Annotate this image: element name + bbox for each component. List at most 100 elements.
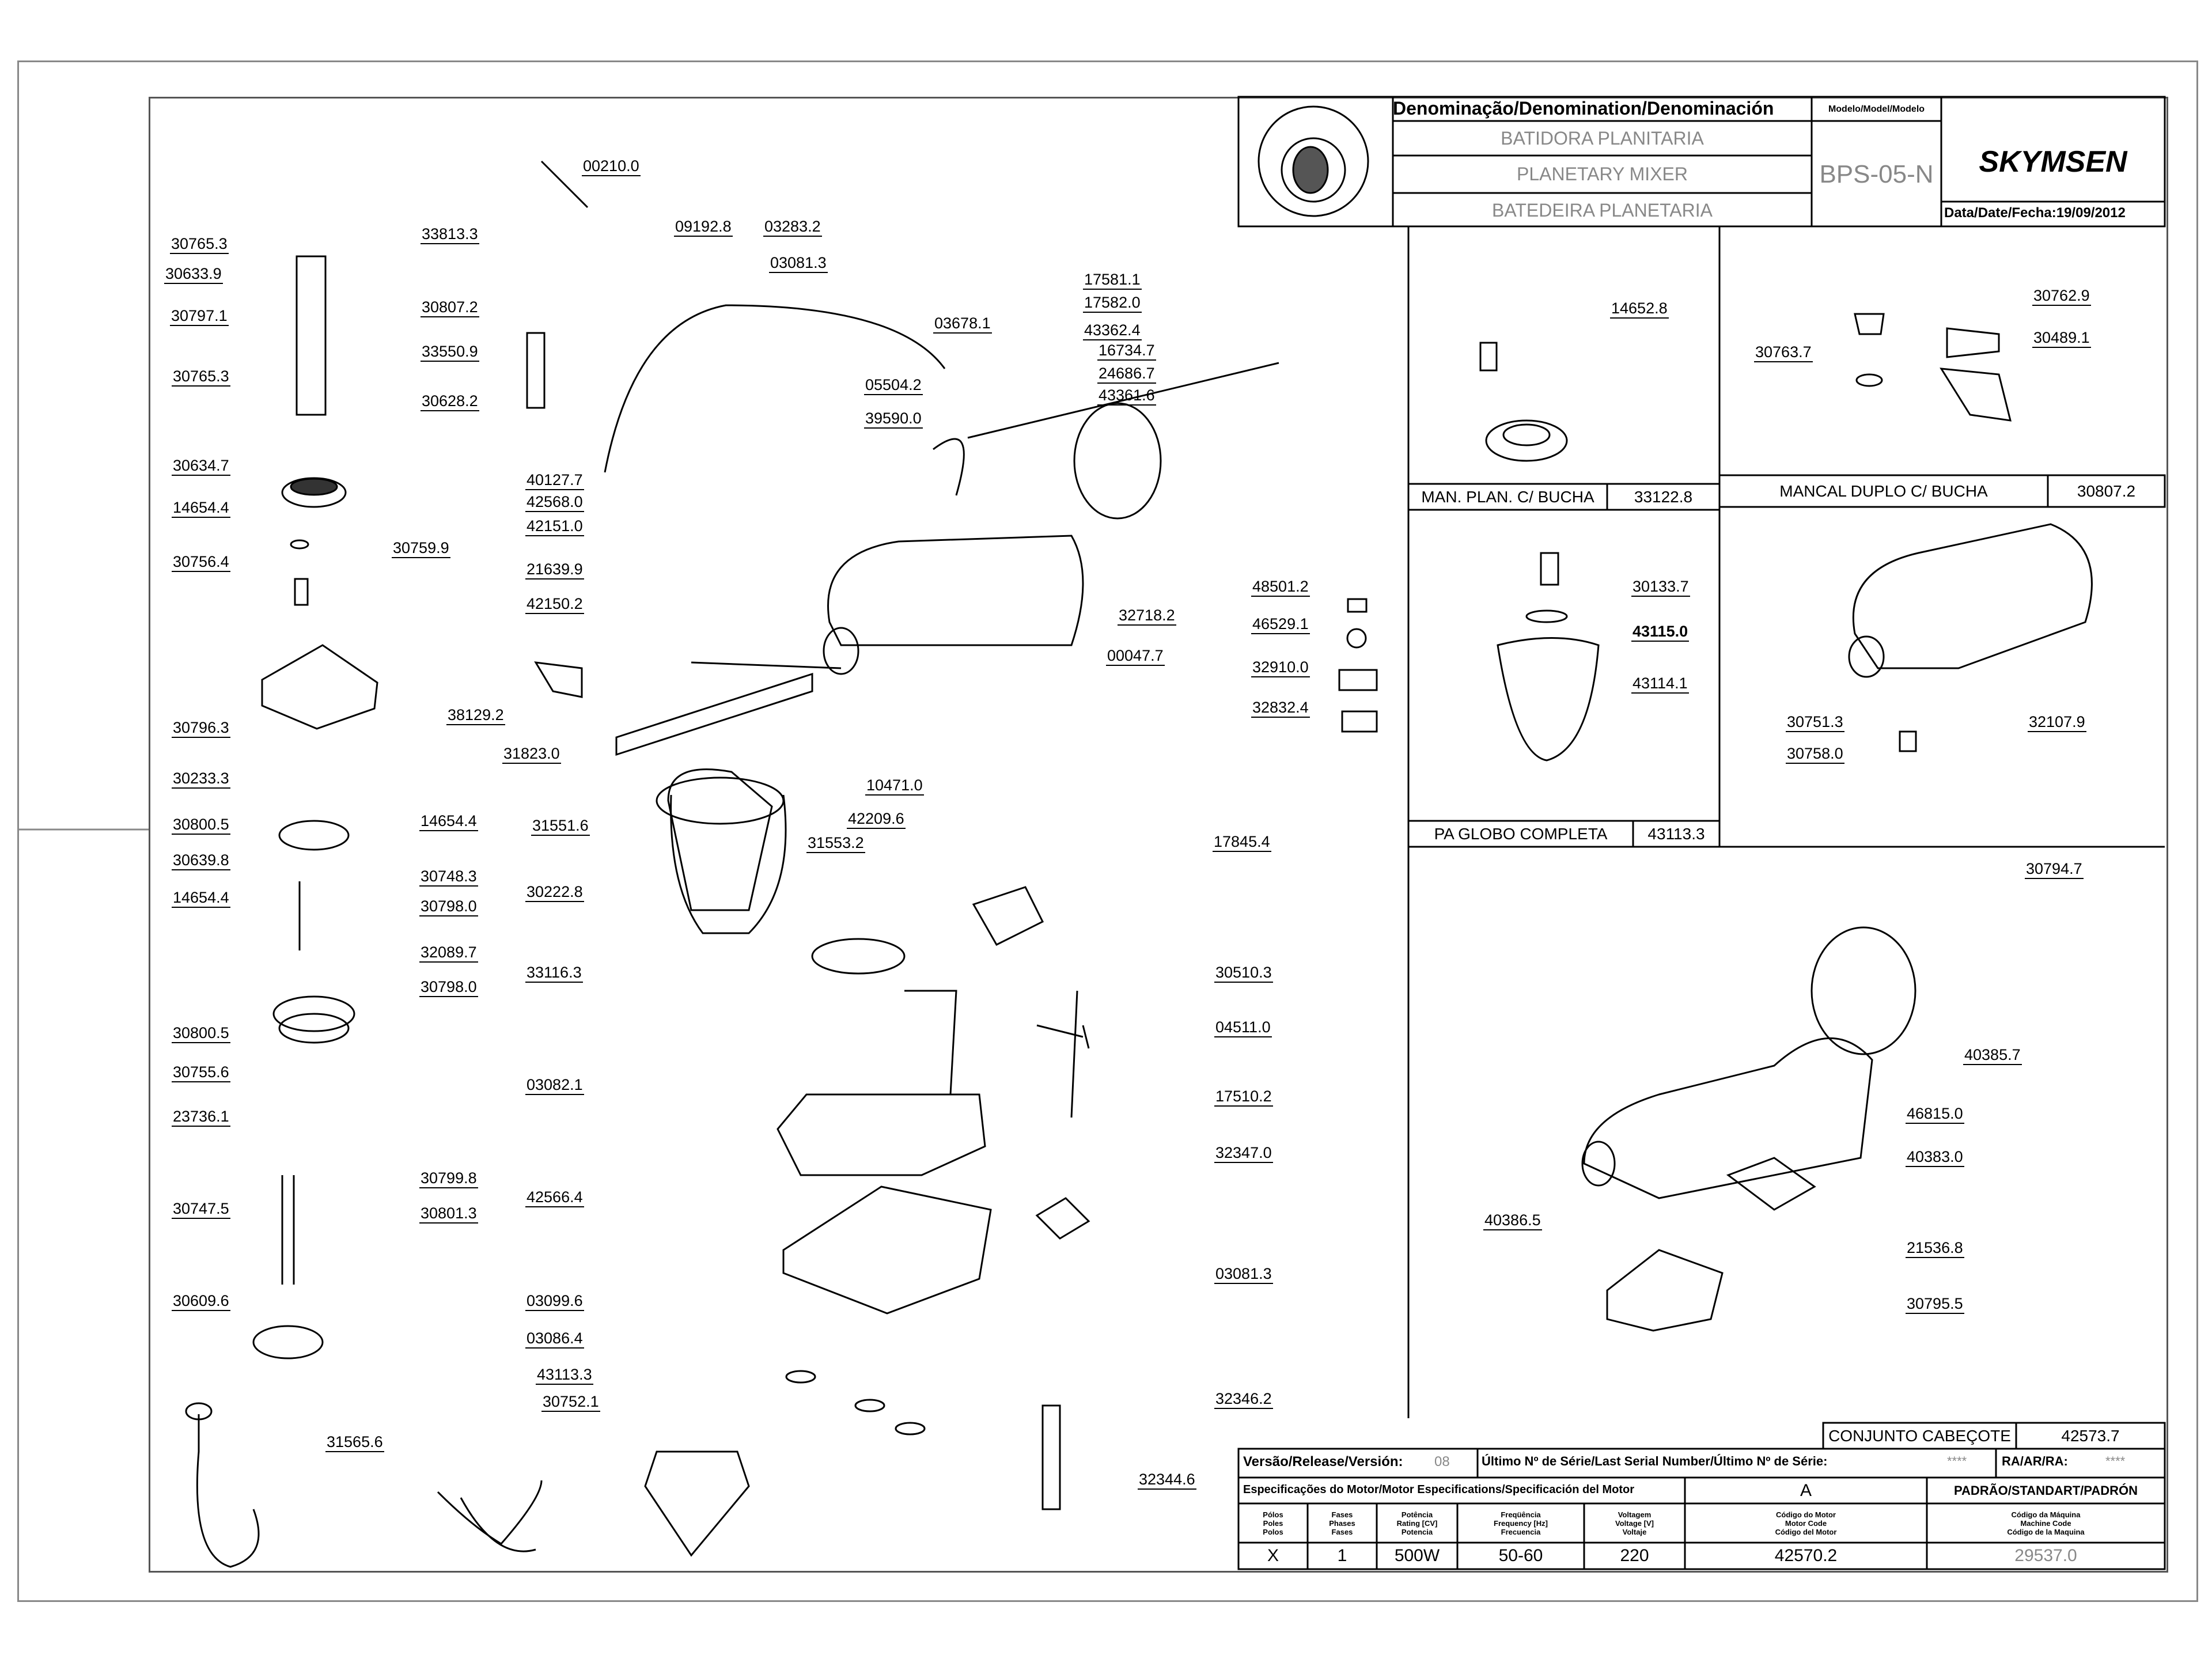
part-label: 17582.0 [1083,295,1142,313]
authorized-service-seal [1257,105,1369,217]
part-label: 30751.3 [1786,714,1844,732]
name-es: BATIDORA PLANITARIA [1501,127,1704,149]
part-label: 43362.4 [1083,323,1142,340]
part-label: 30747.5 [172,1201,230,1219]
part-label: 30765.3 [172,369,230,387]
part-label: 30639.8 [172,853,230,870]
part-label: 30758.0 [1786,746,1844,764]
part-label: 38129.2 [446,707,505,725]
part-label: 14652.8 [1610,301,1669,319]
part-label: 00047.7 [1106,648,1165,666]
part-label: 31823.0 [502,746,561,764]
part-label: 32910.0 [1251,660,1310,677]
part-label: 33116.3 [525,965,583,983]
detail-2-caption: MANCAL DUPLO C/ BUCHA [1779,482,1988,500]
part-label: 24686.7 [1097,366,1156,384]
part-label: 32347.0 [1214,1145,1273,1163]
value-machine-code: 29537.0 [2014,1546,2077,1565]
part-label: 17845.4 [1213,834,1271,852]
part-label: 31553.2 [806,835,865,853]
part-label: 42151.0 [525,518,584,536]
part-label: 32346.2 [1214,1391,1273,1409]
part-label: 17581.1 [1083,272,1142,290]
detail-1-caption: MAN. PLAN. C/ BUCHA [1421,487,1594,506]
part-label: 16734.7 [1097,343,1156,361]
brand-logo: SKYMSEN [1979,145,2127,179]
part-label: 43113.3 [536,1367,593,1385]
part-label: 30752.1 [541,1394,600,1412]
part-label: 30765.3 [170,236,229,254]
part-label: 32832.4 [1251,700,1310,718]
part-label: 30800.5 [172,817,230,835]
part-label: 30798.0 [419,899,478,916]
part-label: 32718.2 [1118,608,1176,626]
part-label: 33813.3 [421,226,479,244]
part-label: 30222.8 [525,884,584,902]
part-label: 46529.1 [1251,616,1310,634]
part-label: 33550.9 [421,344,479,362]
part-label: 30762.9 [2032,288,2091,306]
part-label: 42566.4 [525,1190,584,1207]
part-label: 30755.6 [172,1065,230,1082]
part-label: 30759.9 [392,540,450,558]
part-label: 17510.2 [1214,1089,1273,1107]
part-label: 32344.6 [1138,1472,1196,1490]
part-label: 14654.4 [172,500,230,518]
part-label: 42150.2 [525,596,584,614]
part-label: 40385.7 [1963,1047,2022,1065]
part-label: 21536.8 [1906,1240,1964,1258]
detail-2-code: 30807.2 [2077,482,2136,500]
part-label: 00210.0 [582,158,641,176]
ra-value: **** [2105,1454,2126,1468]
part-label: 30801.3 [419,1206,478,1224]
part-label: 30763.7 [1754,344,1813,362]
part-label: 30800.5 [172,1025,230,1043]
detail-3-caption: PA GLOBO COMPLETA [1434,824,1608,843]
model-heading: Modelo/Model/Modelo [1828,104,1925,114]
part-label: 03086.4 [525,1331,584,1349]
part-label: 40383.0 [1906,1149,1964,1167]
header-phases: Fases Phases Fases [1329,1510,1355,1536]
part-label: 30233.3 [172,771,230,789]
header-rating: Potência Rating [CV] Potencia [1396,1510,1438,1536]
part-label: 03082.1 [525,1077,584,1095]
part-label: 32089.7 [419,945,478,963]
part-label: 21639.9 [525,562,584,579]
part-label: 30796.3 [172,720,230,738]
part-label: 31551.6 [531,818,590,836]
ra-label: RA/AR/RA: [2002,1454,2068,1468]
value-voltage: 220 [1620,1546,1649,1565]
name-pt: BATEDEIRA PLANETARIA [1492,199,1713,221]
part-label: 03081.3 [1214,1266,1273,1284]
part-label: 03678.1 [933,316,992,334]
motor-spec-value: A [1800,1480,1812,1500]
serial-value: **** [1947,1454,1967,1468]
part-label: 30609.6 [172,1293,230,1311]
motor-spec-label: Especificações do Motor/Motor Especifica… [1243,1483,1635,1496]
part-label: 43115.0 [1631,624,1690,642]
header-motor-code: Código do Motor Motor Code Código del Mo… [1775,1510,1837,1536]
name-en: PLANETARY MIXER [1517,164,1688,184]
part-label: 30748.3 [419,869,478,887]
detail-5-caption: CONJUNTO CABEÇOTE [1828,1426,2011,1445]
header-frequency: Freqüência Frequency [Hz] Frecuencia [1494,1510,1548,1536]
part-label: 48501.2 [1251,579,1310,597]
release-label: Versão/Release/Versión: [1243,1454,1403,1469]
detail-5-code: 42573.7 [2061,1426,2120,1445]
drawing-frame [149,97,2168,1573]
part-label: 14654.4 [419,813,478,831]
denomination-heading: Denominação/Denomination/Denominación [1393,98,1774,119]
part-label: 30756.4 [172,554,230,572]
part-label: 43361.6 [1097,388,1156,406]
part-label: 30133.7 [1631,579,1690,597]
part-label: 30797.1 [170,308,229,326]
part-label: 30795.5 [1906,1296,1964,1314]
standard-label: PADRÃO/STANDART/PADRÓN [1954,1483,2138,1498]
part-label: 09192.8 [674,219,733,237]
serial-label: Último Nº de Série/Last Serial Number/Úl… [1482,1454,1828,1468]
part-label: 30489.1 [2032,330,2091,348]
part-label: 14654.4 [172,890,230,908]
header-machine-code: Código da Máquina Machine Code Código de… [2007,1510,2085,1536]
header-poles: Pólos Poles Polos [1263,1510,1283,1536]
